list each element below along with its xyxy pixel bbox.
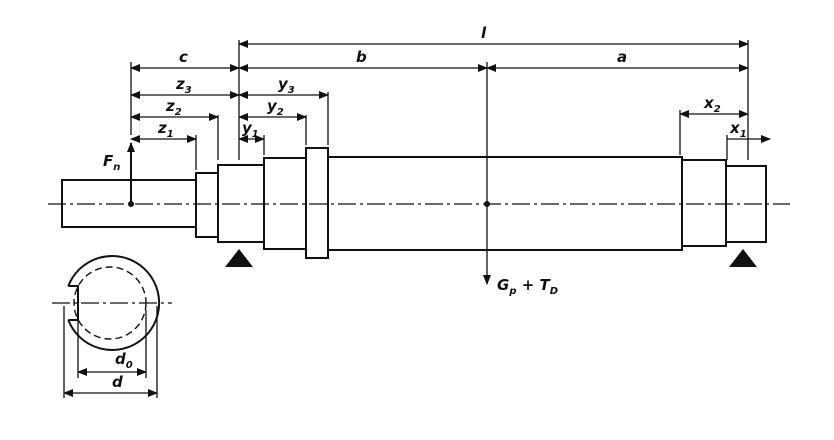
- label-z1: z1: [157, 119, 174, 140]
- label-gp-td: Gp + TD: [497, 276, 558, 297]
- label-c: c: [179, 48, 188, 66]
- bearing-support-right-icon: [729, 249, 757, 267]
- shaft-collar: [305, 147, 329, 259]
- shaft: [61, 147, 767, 259]
- label-a: a: [617, 48, 627, 66]
- cross-section-keyway: [68, 285, 79, 321]
- label-y3: y3: [278, 75, 295, 96]
- cross-section-outer-circle: [67, 255, 161, 351]
- label-fn: Fn: [103, 152, 120, 173]
- label-z2: z2: [165, 97, 182, 118]
- label-y1: y1: [242, 119, 259, 140]
- bearing-support-left-icon: [225, 249, 253, 267]
- dimension-lines: [130, 40, 771, 143]
- shaft-step-right: [681, 159, 727, 247]
- cross-section-detail: d0 d: [52, 255, 172, 398]
- extension-lines: [130, 40, 749, 170]
- label-b: b: [356, 48, 367, 66]
- label-y2: y2: [267, 97, 284, 118]
- label-x2: x2: [703, 94, 721, 115]
- label-d0: d0: [115, 350, 133, 371]
- label-d: d: [112, 373, 123, 391]
- shaft-step-1: [195, 172, 219, 238]
- label-l: l: [481, 24, 487, 42]
- label-z3: z3: [175, 75, 192, 96]
- label-x1: x1: [729, 119, 747, 140]
